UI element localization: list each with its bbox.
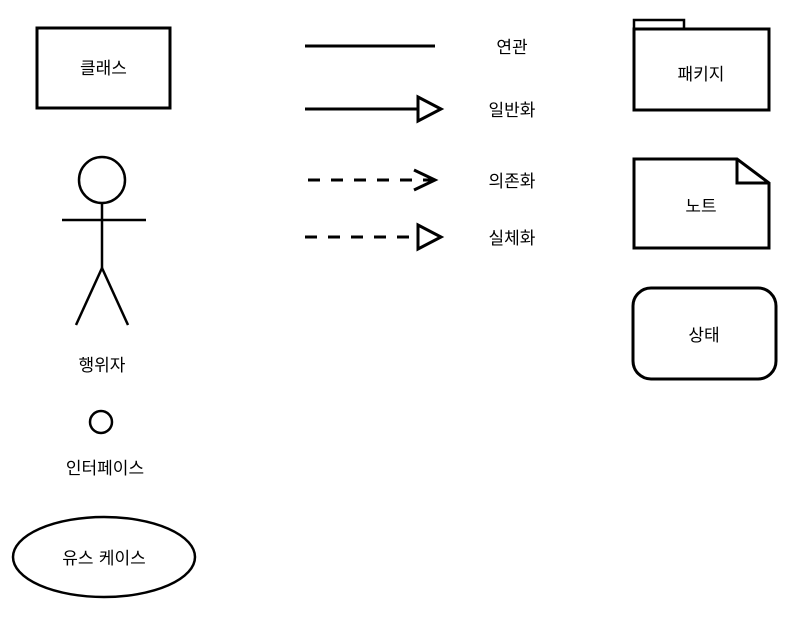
interface-shape: 인터페이스 — [66, 409, 144, 479]
note-shape: 노트 — [632, 157, 771, 250]
realization-arrow: 실체화 — [305, 222, 536, 252]
class-label: 클래스 — [80, 59, 127, 79]
generalization-arrow: 일반화 — [305, 94, 536, 124]
actor-shape: 행위자 — [62, 155, 146, 376]
class-shape: 클래스 — [35, 26, 172, 110]
generalization-label: 일반화 — [489, 101, 536, 121]
state-shape: 상태 — [631, 286, 778, 381]
package-label: 패키지 — [678, 65, 725, 85]
interface-label: 인터페이스 — [66, 459, 144, 479]
actor-label: 행위자 — [79, 356, 126, 376]
use-case-shape: 유스 케이스 — [11, 515, 197, 599]
note-label: 노트 — [685, 197, 716, 217]
association-line: 연관 — [305, 38, 528, 58]
association-label: 연관 — [496, 38, 527, 58]
package-shape: 패키지 — [632, 18, 771, 112]
realization-label: 실체화 — [489, 229, 536, 249]
dependency-arrow: 의존화 — [308, 168, 536, 192]
dependency-label: 의존화 — [489, 172, 536, 192]
state-label: 상태 — [688, 326, 719, 346]
use-case-label: 유스 케이스 — [62, 549, 146, 569]
